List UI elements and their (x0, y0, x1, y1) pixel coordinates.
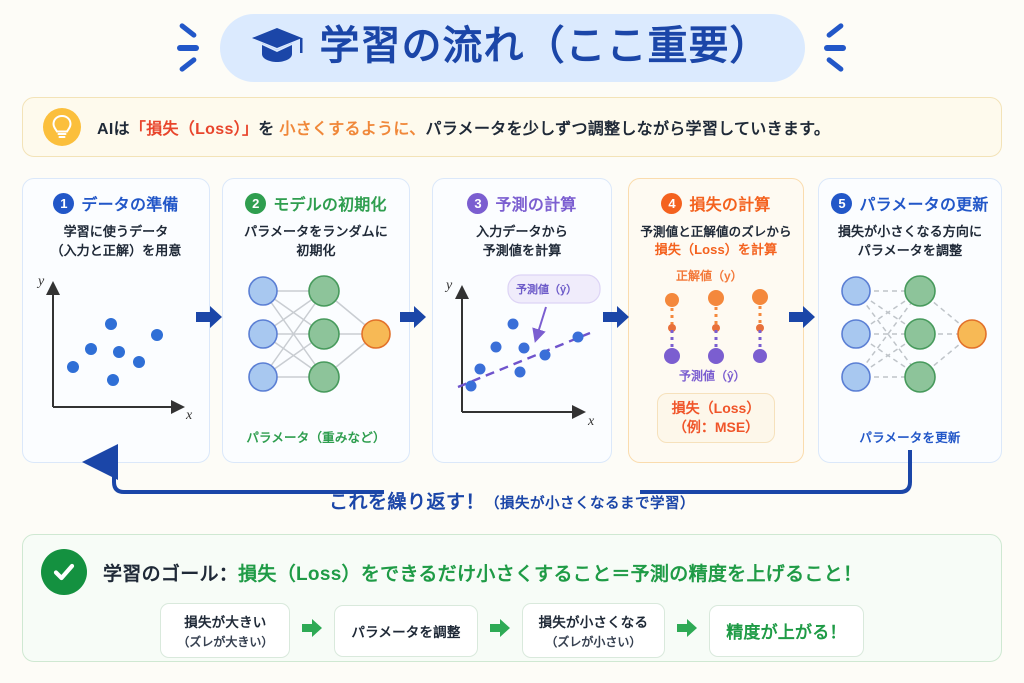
step-1-desc-line1: 学習に使うデータ (63, 224, 169, 239)
step-2-desc-line2: 初期化 (296, 242, 336, 258)
step-1-header: 1 データの準備 (53, 191, 178, 215)
banner-seg-3: 小さくするように、 (279, 121, 426, 138)
step-1-description: 学習に使うデータ （入力と正解）を用意 (50, 223, 181, 261)
prediction-callout-label: 予測値（ŷ） (516, 282, 577, 296)
truth-label: 正解値（y） (676, 268, 743, 283)
info-banner: AIは「損失（Loss）」を 小さくするように、パラメータを少しずつ調整しながら… (22, 97, 1002, 157)
residual-dots-figure: 正解値（y） 予測値（ŷ） (632, 266, 800, 389)
step-1-badge: 1 (53, 192, 75, 214)
banner-text: AIは「損失（Loss）」を 小さくするように、パラメータを少しずつ調整しながら… (97, 115, 830, 139)
page-header: 学習の流れ（ここ重要） (0, 8, 1024, 88)
step-5-description: 損失が小さくなる方向に パラメータを調整 (838, 223, 982, 261)
step-card-2[interactable]: 2 モデルの初期化 パラメータをランダムに 初期化 パラメータ（重み (222, 178, 410, 463)
step-4-desc-line1: 予測値と正解値のズレから (640, 225, 792, 239)
graduation-cap-icon (250, 24, 304, 69)
sparkle-decoration-right (823, 20, 849, 76)
step-4-header: 4 損失の計算 (661, 191, 770, 215)
goal-panel: 学習のゴール：損失（Loss）をできるだけ小さくすること＝予測の精度を上げること… (22, 534, 1002, 662)
step-4-description: 予測値と正解値のズレから 損失（Loss）を計算 (640, 223, 791, 260)
step-5-desc-line2: パラメータを調整 (857, 242, 963, 258)
step-5-desc-line1: 損失が小さくなる方向に (837, 224, 983, 239)
check-circle-icon (41, 549, 87, 595)
chain-item-3-line1: 損失が小さくなる (538, 615, 649, 630)
scatter-plot-figure: y x (31, 267, 201, 432)
goal-header: 学習のゴール：損失（Loss）をできるだけ小さくすること＝予測の精度を上げること… (23, 535, 1001, 595)
svg-text:y: y (36, 274, 45, 289)
banner-seg-1: 「損失（Loss）」 (129, 121, 259, 138)
sparkle-decoration-left (176, 20, 202, 76)
step-2-header: 2 モデルの初期化 (245, 191, 387, 215)
svg-text:x: x (587, 414, 595, 429)
step-2-footer: パラメータ（重みなど） (246, 431, 386, 445)
loop-sub-label: （損失が小さくなるまで学習） (485, 496, 695, 512)
loss-box-line1: 損失（Loss） (671, 399, 761, 416)
step-4-title: 損失の計算 (689, 197, 771, 214)
prediction-label: 予測値（ŷ） (679, 368, 746, 383)
goal-text: 学習のゴール：損失（Loss）をできるだけ小さくすること＝予測の精度を上げること… (103, 559, 862, 586)
step-connector-arrow-3 (603, 305, 629, 329)
step-3-desc-line1: 入力データから (476, 224, 568, 239)
goal-prefix: 学習のゴール： (103, 563, 239, 585)
prediction-callout-bubble (507, 274, 601, 304)
chain-arrow-icon-2 (489, 618, 510, 643)
step-card-3[interactable]: 3 予測の計算 入力データから 予測値を計算 予測値（ŷ） y x (432, 178, 612, 463)
step-card-4[interactable]: 4 損失の計算 予測値と正解値のズレから 損失（Loss）を計算 正解値（y） (628, 178, 804, 463)
step-3-title: 予測の計算 (495, 197, 577, 214)
step-5-header: 5 パラメータの更新 (831, 191, 988, 215)
step-3-header: 3 予測の計算 (467, 191, 576, 215)
step-2-desc-line1: パラメータをランダムに (244, 224, 388, 239)
chain-item-1[interactable]: 損失が大きい （ズレが大きい） (160, 603, 291, 658)
step-3-desc-line2: 予測値を計算 (482, 242, 562, 258)
loop-label: これを繰り返す！（損失が小さくなるまで学習） (0, 487, 1024, 514)
chain-item-2[interactable]: パラメータを調整 (334, 604, 478, 657)
goal-highlight: 損失（Loss）をできるだけ小さくすること＝予測の精度を上げること！ (238, 563, 863, 585)
page-title: 学習の流れ（ここ重要） (319, 24, 771, 68)
banner-seg-2: を (258, 121, 280, 138)
loss-box-line2: （例：MSE） (672, 418, 760, 435)
step-card-1[interactable]: 1 データの準備 学習に使うデータ （入力と正解）を用意 y x (22, 178, 210, 463)
step-1-title: データの準備 (81, 197, 179, 214)
step-5-badge: 5 (831, 192, 853, 214)
chain-arrow-icon-3 (677, 618, 698, 643)
step-3-description: 入力データから 予測値を計算 (476, 223, 568, 261)
step-5-title: パラメータの更新 (859, 197, 989, 214)
chain-item-2-line1: パラメータを調整 (351, 624, 461, 640)
banner-seg-0: AIは (97, 121, 130, 138)
chain-item-3[interactable]: 損失が小さくなる （ズレが小さい） (521, 603, 666, 658)
step-2-badge: 2 (245, 192, 267, 214)
chain-item-3-line2: （ズレが小さい） (545, 635, 642, 649)
step-card-5[interactable]: 5 パラメータの更新 損失が小さくなる方向に パラメータを調整 パラ (818, 178, 1002, 463)
chain-item-1-line1: 損失が大きい (184, 615, 267, 630)
step-4-badge: 4 (661, 192, 683, 214)
chain-item-4[interactable]: 精度が上がる！ (709, 604, 864, 657)
step-connector-arrow-4 (789, 305, 815, 329)
neural-network-figure-solid (231, 267, 401, 407)
lightbulb-icon (43, 108, 81, 146)
feedback-loop-path (0, 440, 1024, 530)
chain-item-4-line1: 精度が上がる！ (726, 623, 847, 642)
chain-item-1-line2: （ズレが大きい） (177, 635, 274, 649)
step-1-desc-line2: （入力と正解）を用意 (50, 242, 182, 258)
title-pill: 学習の流れ（ここ重要） (219, 14, 805, 82)
step-connector-arrow-1 (196, 305, 222, 329)
step-4-desc-line2: 損失（Loss）を計算 (654, 242, 778, 258)
step-5-footer: パラメータを更新 (859, 431, 961, 445)
chain-arrow-icon-1 (302, 618, 323, 643)
loop-main-label: これを繰り返す！ (328, 492, 485, 513)
scatter-fit-figure: 予測値（ŷ） y x (438, 267, 606, 437)
svg-text:x: x (185, 408, 193, 423)
step-2-description: パラメータをランダムに 初期化 (244, 223, 388, 261)
banner-seg-4: パラメータを少しずつ調整しながら学習していきます。 (425, 121, 831, 138)
svg-text:y: y (444, 278, 453, 293)
loss-formula-box: 損失（Loss） （例：MSE） (656, 392, 776, 443)
step-connector-arrow-2 (400, 305, 426, 329)
step-3-badge: 3 (467, 192, 489, 214)
goal-chain: 損失が大きい （ズレが大きい） パラメータを調整 損失が小さくなる （ズレが小さ… (23, 603, 1001, 658)
neural-network-figure-dashed (824, 267, 996, 407)
step-2-title: モデルの初期化 (273, 197, 387, 214)
